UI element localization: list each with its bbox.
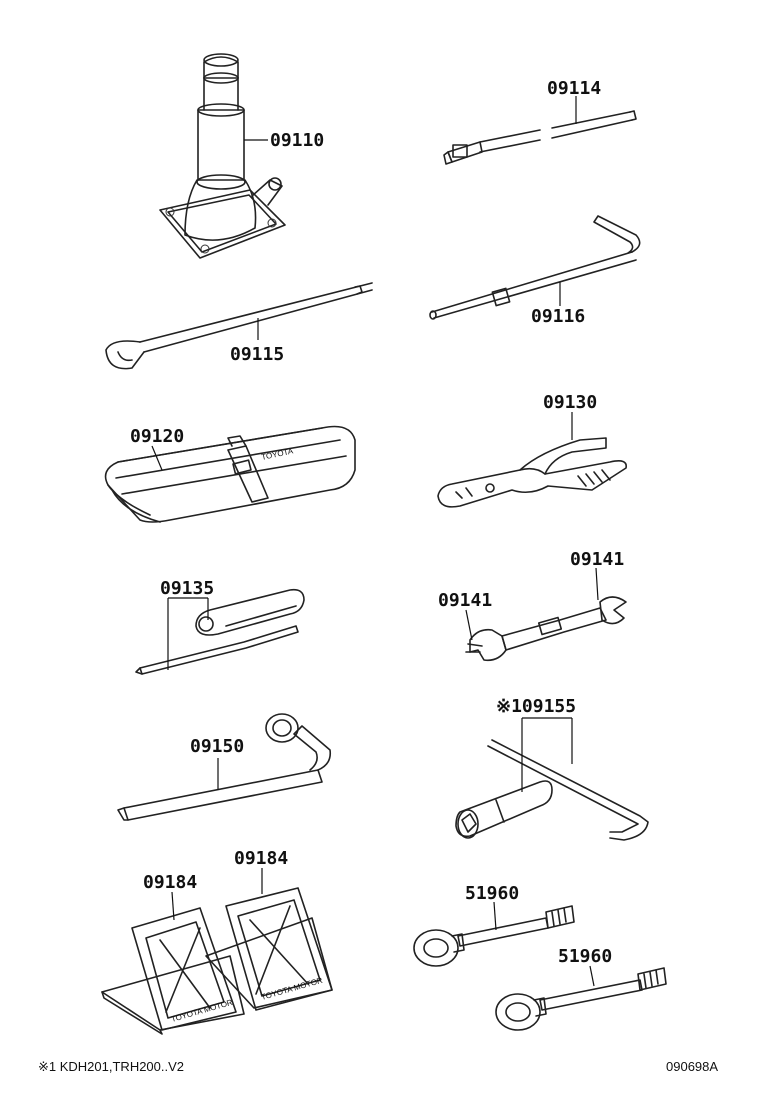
chock-b-imprint: TOYOTA MOTOR [260,976,324,1002]
socket-wrench-illustration [455,717,649,841]
label-extension-bar: 09114 [547,78,601,99]
label-wrench-b: 09141 [438,590,492,611]
crank-handle-illustration [429,215,641,320]
label-wheel-chock-b: 09184 [234,848,288,869]
lug-wrench-illustration [117,713,332,821]
screwdriver-illustration [135,588,305,675]
wrench-illustration [465,567,627,662]
tow-hook-illustration [413,901,667,1031]
label-pliers: 09130 [543,392,597,413]
label-crank-handle: 09116 [531,306,585,327]
label-wheel-chock-a: 09184 [143,872,197,893]
wheel-chock-illustration: TOYOTA MOTOR TOYOTA MOTOR [101,868,333,1035]
label-tool-bag: 09120 [130,426,184,447]
label-tow-hook-b: 51960 [558,946,612,967]
label-screwdriver: 09135 [160,578,214,599]
applicability-note: ※1 KDH201,TRH200..V2 [38,1059,184,1074]
jack-handle-illustration [105,282,373,370]
bag-imprint: TOYOTA [261,446,295,462]
label-jack: 09110 [270,130,324,151]
jack-illustration [159,53,286,259]
label-tow-hook-a: 51960 [465,883,519,904]
label-lug-wrench: 09150 [190,736,244,757]
extension-bar-illustration [443,96,637,165]
label-jack-handle: 09115 [230,344,284,365]
illustration-code: 090698A [666,1059,718,1074]
label-wrench-a: 09141 [570,549,624,570]
pliers-illustration [437,412,627,508]
label-socket-wrench: ※109155 [496,696,576,717]
